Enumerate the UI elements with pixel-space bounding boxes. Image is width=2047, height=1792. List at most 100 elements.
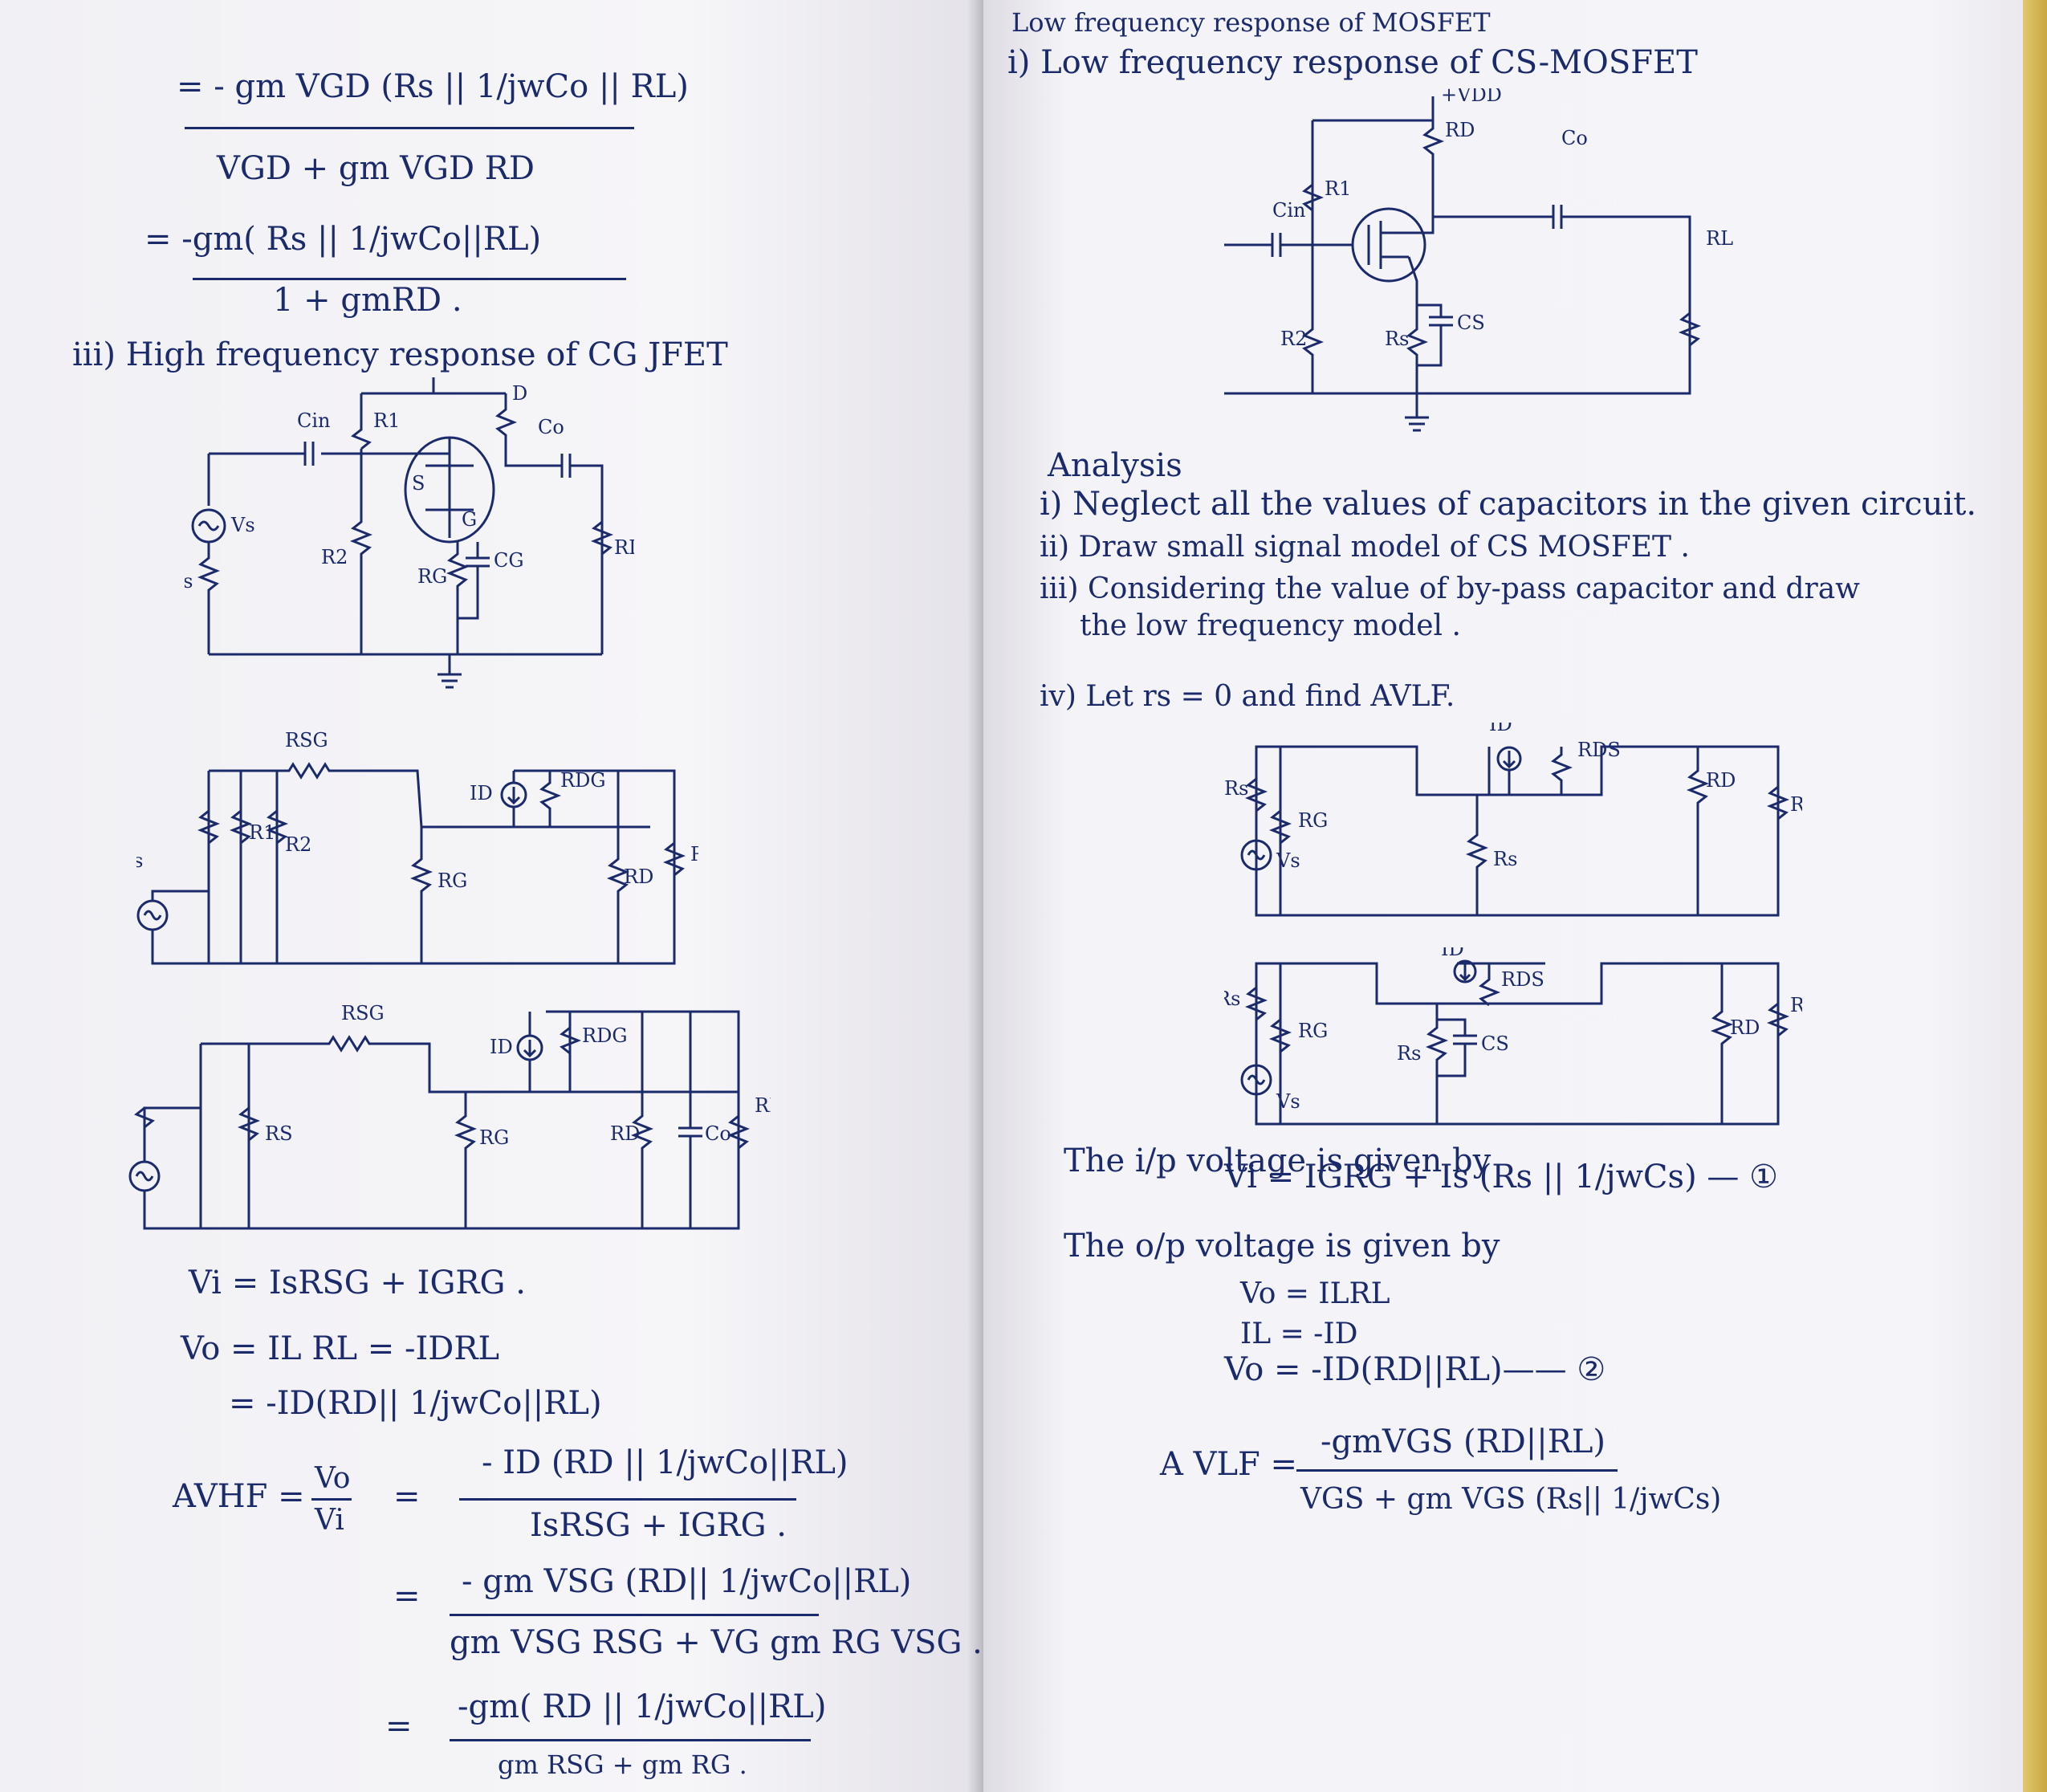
- avhf-vo: Vo: [315, 1462, 351, 1495]
- cg-jfet-high-frequency-model-diagram: RSG Rs Vs RS ID RDG RG RD Co RL: [128, 1002, 771, 1230]
- output-voltage-eq-3: Vo = -ID(RD||RL)—— ②: [1224, 1351, 1606, 1388]
- label-vs: Vs: [1276, 1090, 1300, 1113]
- label-r1: R1: [1325, 177, 1351, 200]
- label-id: ID: [470, 782, 493, 804]
- output-voltage-text: The o/p voltage is given by: [1064, 1228, 1500, 1265]
- cs-mosfet-circuit-diagram: +VDD RD Co R1 Cin RL Rs Vs R2 Rs CS: [1224, 88, 1733, 432]
- output-voltage-eq-1: Vo = ILRL: [1240, 1277, 1390, 1310]
- cs-mosfet-small-signal-diagram: ID RDS Rs RG RD RL Vs Rs: [1224, 723, 1802, 917]
- eq2-denominator: 1 + gmRD .: [273, 282, 462, 319]
- eq1-fraction-bar: [185, 127, 634, 129]
- analysis-step-3: iii) Considering the value of by-pass ca…: [1040, 572, 1860, 605]
- label-rg: RG: [1298, 1020, 1328, 1042]
- label-vs: Vs: [1276, 849, 1300, 872]
- label-co: Co: [1561, 127, 1588, 149]
- label-rg: RG: [1298, 809, 1328, 832]
- output-voltage-eq-2: IL = -ID: [1240, 1318, 1358, 1350]
- label-co: Co: [705, 1122, 731, 1145]
- label-rl: RL: [1790, 994, 1802, 1016]
- eq1-denominator: VGD + gm VGD RD: [217, 150, 535, 187]
- label-r1: R1: [249, 821, 275, 844]
- label-rd: RD: [624, 865, 653, 888]
- avlf-label: A VLF =: [1160, 1446, 1298, 1483]
- label-s: S: [412, 472, 425, 495]
- label-rs: Rs: [1397, 1042, 1421, 1065]
- input-voltage-equation: Vi = IGRG + Is (Rs || 1/jwCs) — ①: [1224, 1159, 1778, 1195]
- right-page: Low frequency response of MOSFET i) Low …: [983, 0, 2035, 1792]
- label-rl: RL: [1706, 227, 1733, 250]
- label-rdg: RDG: [560, 769, 605, 792]
- label-rd: RD: [610, 1122, 640, 1145]
- title-low-frequency-mosfet: Low frequency response of MOSFET: [1011, 7, 1491, 38]
- eq1-numerator: = - gm VGD (Rs || 1/jwCo || RL): [177, 68, 689, 105]
- label-rs: Rs: [1385, 328, 1409, 350]
- avhf-numerator-3: -gm( RD || 1/jwCo||RL): [458, 1688, 827, 1725]
- avhf-fraction-bar-2: [450, 1614, 819, 1616]
- avhf-denominator-1: IsRSG + IGRG .: [530, 1507, 787, 1544]
- label-rsg: RSG: [341, 1002, 385, 1024]
- vo-equation-expanded: = -ID(RD|| 1/jwCo||RL): [229, 1385, 602, 1422]
- eq2-numerator: = -gm( Rs || 1/jwCo||RL): [144, 221, 542, 258]
- label-cs: CS: [1457, 312, 1485, 334]
- label-rs-source: Rs: [1224, 777, 1248, 800]
- label-rs: Rs: [185, 570, 193, 593]
- page-edge-strip: [2023, 0, 2047, 1792]
- label-rs: RS: [265, 1122, 293, 1145]
- label-cs: CS: [1481, 1032, 1509, 1055]
- label-rl: RL: [755, 1094, 771, 1117]
- label-cin: Cin: [297, 409, 331, 432]
- label-rg: RG: [437, 870, 467, 892]
- label-r1: R1: [373, 409, 400, 432]
- avhf-equals-3: =: [385, 1708, 413, 1745]
- label-rg: RG: [479, 1126, 509, 1149]
- label-r2: R2: [1280, 328, 1307, 350]
- avhf-label: AVHF =: [173, 1478, 305, 1515]
- label-rs: Rs: [136, 849, 143, 872]
- cs-mosfet-low-frequency-model-diagram: ID RDS Rs RG Rs CS RD RL Vs: [1224, 947, 1802, 1126]
- vo-equation: Vo = IL RL = -IDRL: [181, 1330, 500, 1367]
- label-rd: RD: [1730, 1016, 1760, 1039]
- avhf-fraction-bar-3: [450, 1739, 811, 1741]
- eq2-fraction-bar: [193, 278, 626, 280]
- left-page: = - gm VGD (Rs || 1/jwCo || RL) VGD + gm…: [0, 0, 986, 1792]
- analysis-step-3-cont: the low frequency model .: [1080, 609, 1461, 642]
- label-rdg: RDG: [582, 1024, 627, 1047]
- avhf-numerator-1: - ID (RD || 1/jwCo||RL): [482, 1444, 849, 1481]
- avhf-vi: Vi: [315, 1504, 344, 1537]
- label-r2: R2: [321, 546, 348, 568]
- analysis-title: Analysis: [1048, 447, 1182, 484]
- input-voltage-text: The i/p voltage is given by: [1064, 1142, 1492, 1179]
- label-g: G: [462, 508, 477, 531]
- label-rl: RL: [1790, 793, 1802, 816]
- avhf-equals: =: [393, 1478, 421, 1515]
- label-cg: CG: [494, 549, 524, 572]
- title-cs-mosfet: i) Low frequency response of CS-MOSFET: [1007, 44, 1698, 81]
- avhf-numerator-2: - gm VSG (RD|| 1/jwCo||RL): [462, 1563, 912, 1600]
- avlf-numerator: -gmVGS (RD||RL): [1321, 1423, 1606, 1460]
- label-id: ID: [1489, 723, 1512, 735]
- avhf-fraction-bar-1: [459, 1498, 796, 1501]
- avlf-denominator: VGS + gm VGS (Rs|| 1/jwCs): [1300, 1483, 1722, 1516]
- avlf-fraction-bar: [1296, 1469, 1618, 1472]
- label-vdd: +VDD: [1441, 88, 1502, 106]
- label-id: ID: [490, 1036, 513, 1058]
- section-title-cg-jfet: iii) High frequency response of CG JFET: [72, 336, 728, 373]
- avhf-vo-vi-bar: [311, 1498, 352, 1501]
- label-rd: RD: [1706, 769, 1736, 792]
- label-vs: Vs: [230, 514, 255, 536]
- label-rl: RL: [614, 536, 634, 559]
- label-r2: R2: [285, 833, 311, 856]
- label-rg: RG: [417, 565, 447, 588]
- label-cin: Cin: [1272, 199, 1306, 222]
- avhf-equals-2: =: [393, 1578, 421, 1615]
- label-rds: RDS: [1501, 968, 1544, 991]
- label-co: Co: [538, 416, 564, 438]
- analysis-step-2: ii) Draw small signal model of CS MOSFET…: [1040, 531, 1690, 564]
- analysis-step-1: i) Neglect all the values of capacitors …: [1040, 486, 1977, 523]
- label-rs: Rs: [1493, 848, 1517, 870]
- vi-equation: Vi = IsRSG + IGRG .: [189, 1265, 526, 1301]
- label-rl: RL: [690, 843, 698, 865]
- avhf-denominator-3: gm RSG + gm RG .: [498, 1749, 747, 1780]
- label-id: ID: [1441, 947, 1464, 960]
